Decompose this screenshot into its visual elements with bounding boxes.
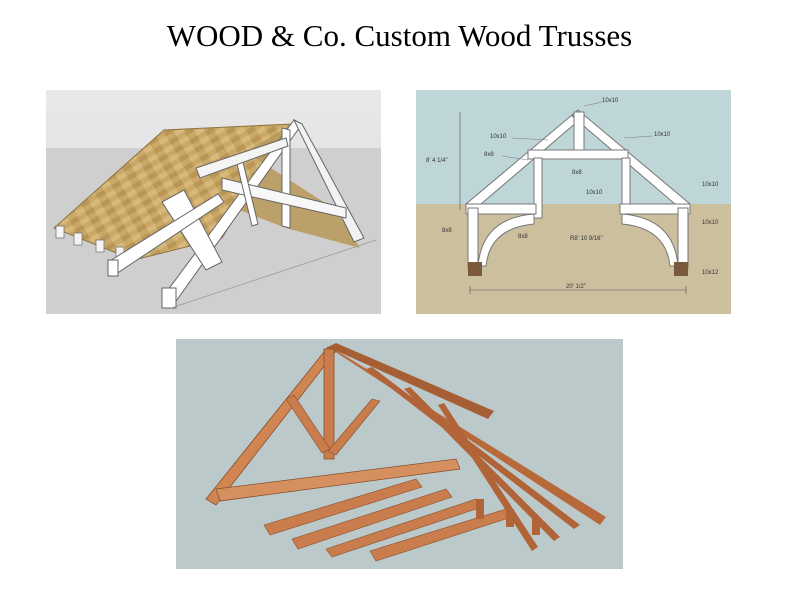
label-left-brace: 8x8	[484, 152, 494, 158]
label-span: 20' 1/2"	[566, 284, 586, 290]
label-height: 8' 4 1/4"	[426, 158, 448, 164]
label-top-post: 10x10	[602, 98, 619, 104]
label-left-arch: 8x8	[518, 234, 528, 240]
truss-render-timber-frame	[176, 339, 623, 569]
label-radius: R8' 10 9/16"	[570, 236, 603, 242]
label-left-post: 8x8	[442, 228, 452, 234]
label-collar: 10x10	[586, 190, 603, 196]
label-right-post-mid: 10x10	[702, 220, 719, 226]
label-king-brace: 8x8	[572, 170, 582, 176]
label-right-post-top: 10x10	[702, 182, 719, 188]
truss-render-white-plywood	[46, 90, 381, 314]
truss-dimensioned-drawing: 8' 4 1/4" 10x10 10x10 10x10 8x8 8x8 10x1…	[416, 90, 731, 314]
label-right-upper: 10x10	[654, 132, 671, 138]
page-title: WOOD & Co. Custom Wood Trusses	[166, 18, 633, 53]
label-left-upper: 10x10	[490, 134, 507, 140]
label-right-foot: 10x12	[702, 270, 719, 276]
